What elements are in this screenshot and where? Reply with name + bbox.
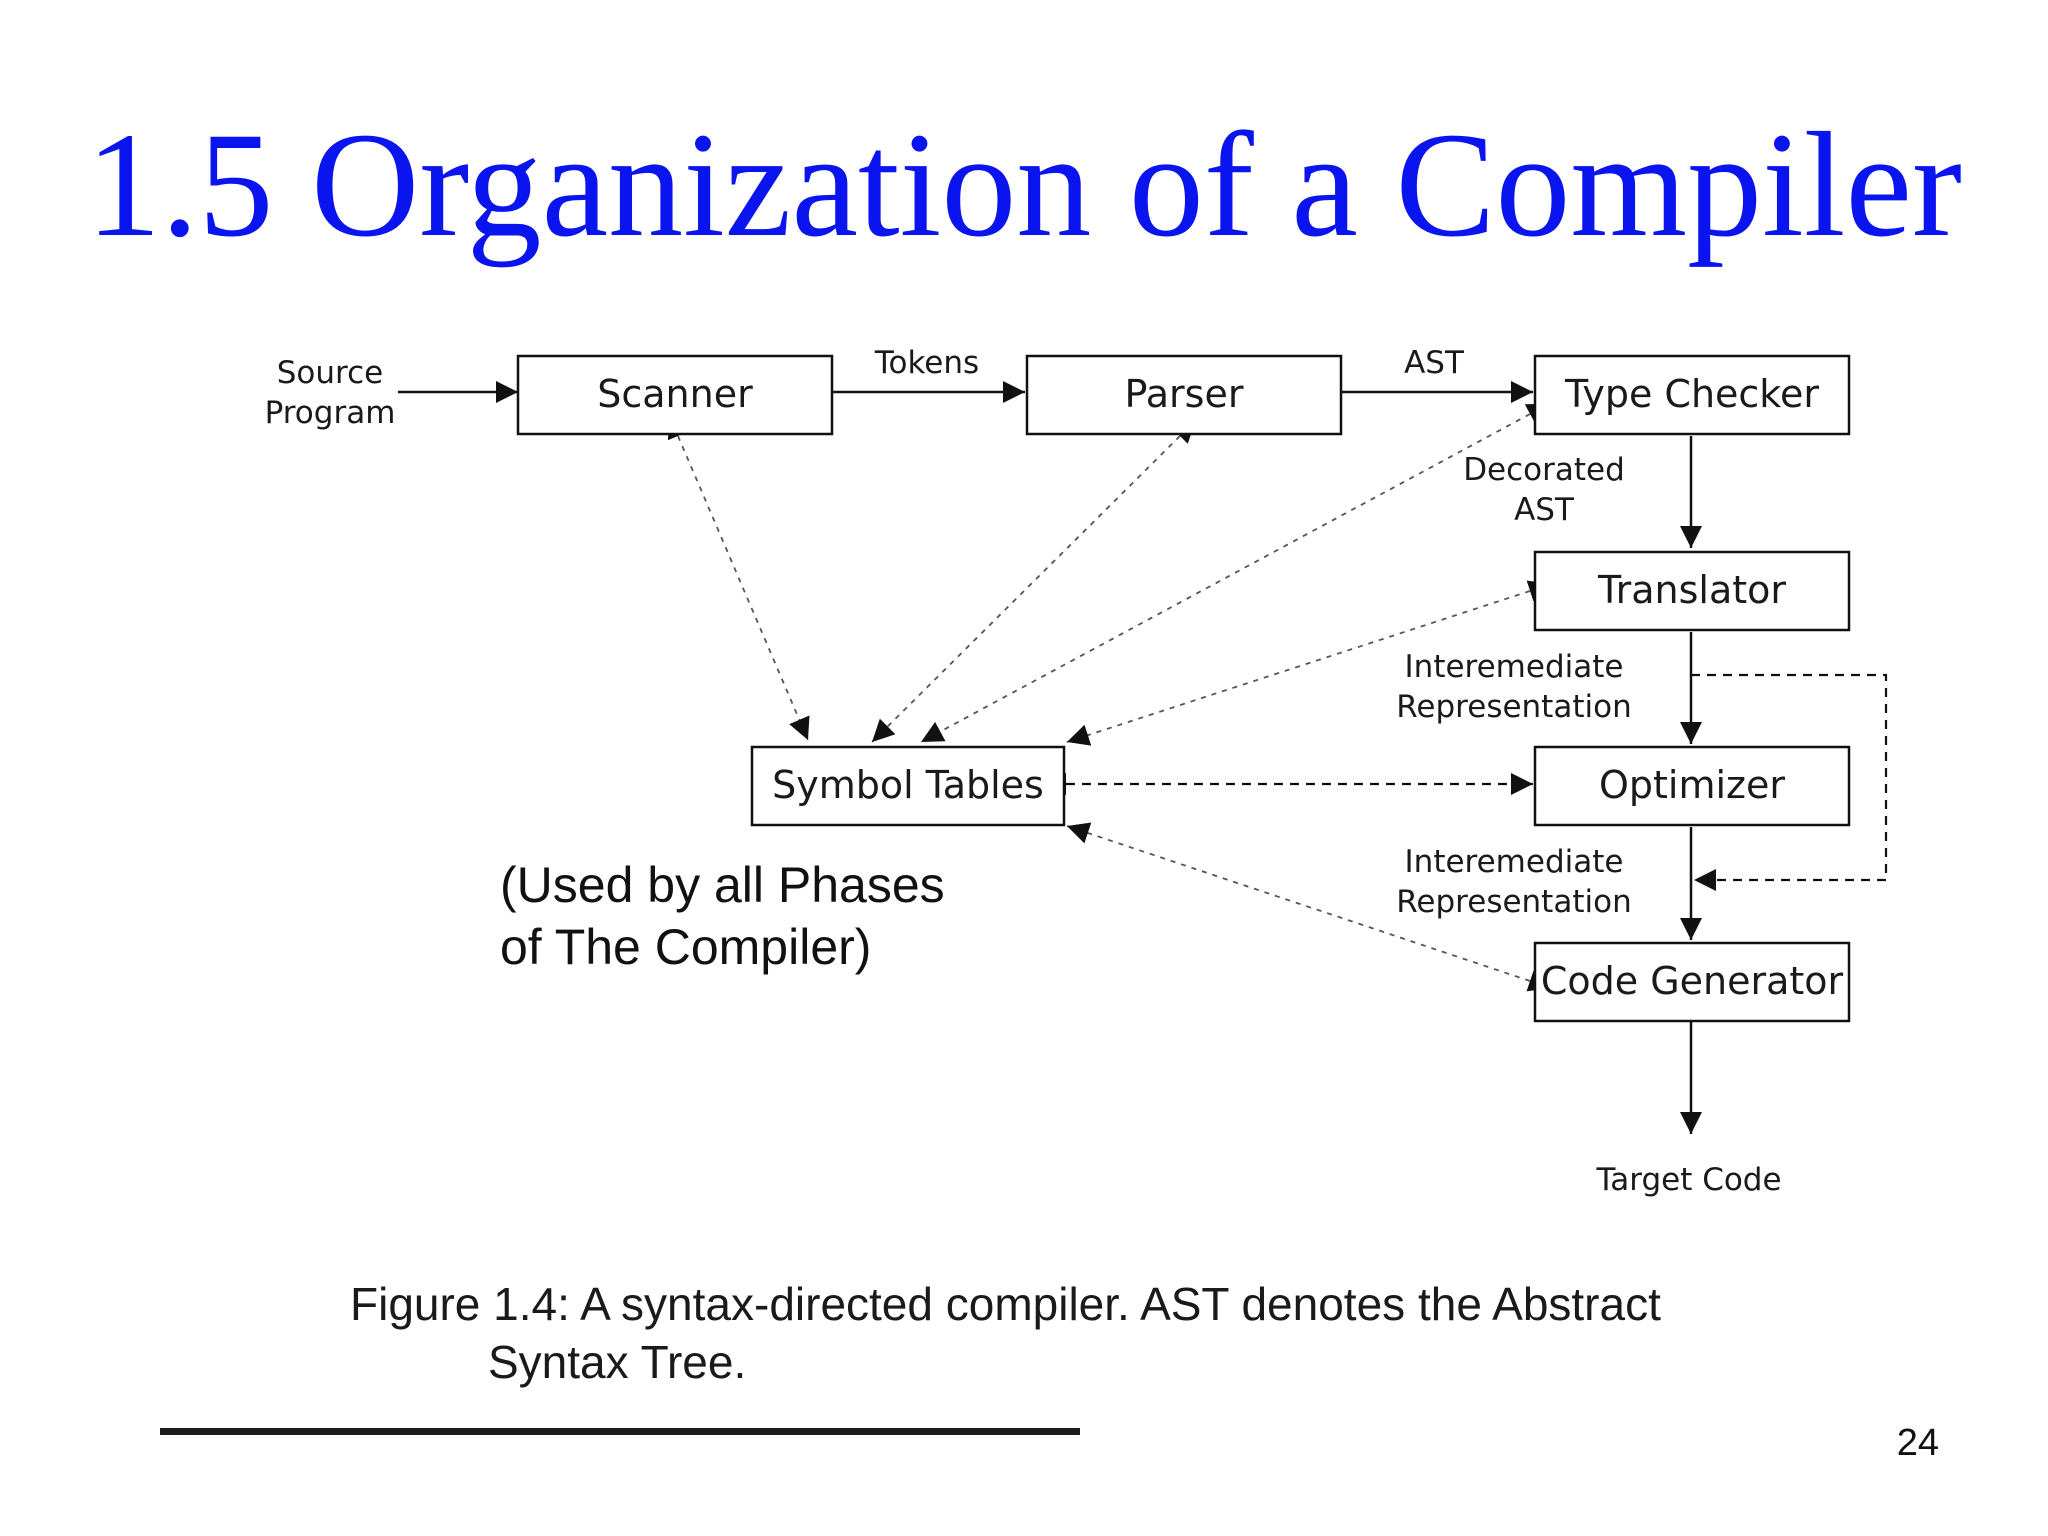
code-generator-label: Code Generator (1541, 959, 1844, 1003)
decorated-ast-label-line2: AST (1514, 492, 1575, 528)
symbol-tables-note: (Used by all Phases of The Compiler) (500, 857, 945, 975)
scanner-box: Scanner (516, 354, 834, 436)
optimizer-bypass-arrow (1691, 673, 1888, 891)
ast-label: AST (1404, 345, 1465, 381)
translator-label: Translator (1597, 568, 1786, 612)
caption-line1: Figure 1.4: A syntax-directed compiler. … (350, 1278, 1661, 1330)
typechecker-symbol-tables-link (920, 403, 1550, 743)
optimizer-label: Optimizer (1599, 763, 1785, 807)
code-generator-box: Code Generator (1533, 941, 1851, 1023)
codegen-symbol-tables-link (1066, 822, 1551, 992)
decorated-ast-label-line1: Decorated (1463, 452, 1625, 488)
optimizer-box: Optimizer (1533, 745, 1851, 827)
note-line1: (Used by all Phases (500, 857, 945, 913)
ir-label-1-line1: Interemediate (1405, 649, 1624, 685)
target-code-label: Target Code (1595, 1162, 1781, 1198)
symbol-tables-label: Symbol Tables (772, 763, 1044, 807)
translator-box: Translator (1533, 550, 1851, 632)
note-line2: of The Compiler) (500, 919, 871, 975)
source-program-label-line1: Source (277, 355, 383, 391)
scanner-label: Scanner (597, 372, 753, 416)
caption-line2: Syntax Tree. (488, 1336, 747, 1388)
translator-symbol-tables-link (1066, 580, 1551, 746)
parser-box: Parser (1025, 354, 1343, 436)
ir-label-2-line1: Interemediate (1405, 844, 1624, 880)
type-checker-label: Type Checker (1564, 372, 1819, 416)
scanner-symbol-tables-link (667, 415, 810, 741)
symbol-tables-box: Symbol Tables (750, 745, 1066, 827)
ir-label-1-line2: Representation (1396, 689, 1631, 725)
parser-label: Parser (1125, 372, 1244, 416)
page-number: 24 (1896, 1422, 1939, 1464)
tokens-label: Tokens (874, 345, 979, 381)
ir-label-2-line2: Representation (1396, 884, 1631, 920)
source-program-label-line2: Program (265, 395, 396, 431)
type-checker-box: Type Checker (1533, 354, 1851, 436)
figure-caption: Figure 1.4: A syntax-directed compiler. … (350, 1275, 1661, 1391)
parser-symbol-tables-link (871, 420, 1196, 743)
footer-rule (160, 1428, 1080, 1435)
slide-title: 1.5 Organization of a Compiler (86, 102, 1962, 268)
